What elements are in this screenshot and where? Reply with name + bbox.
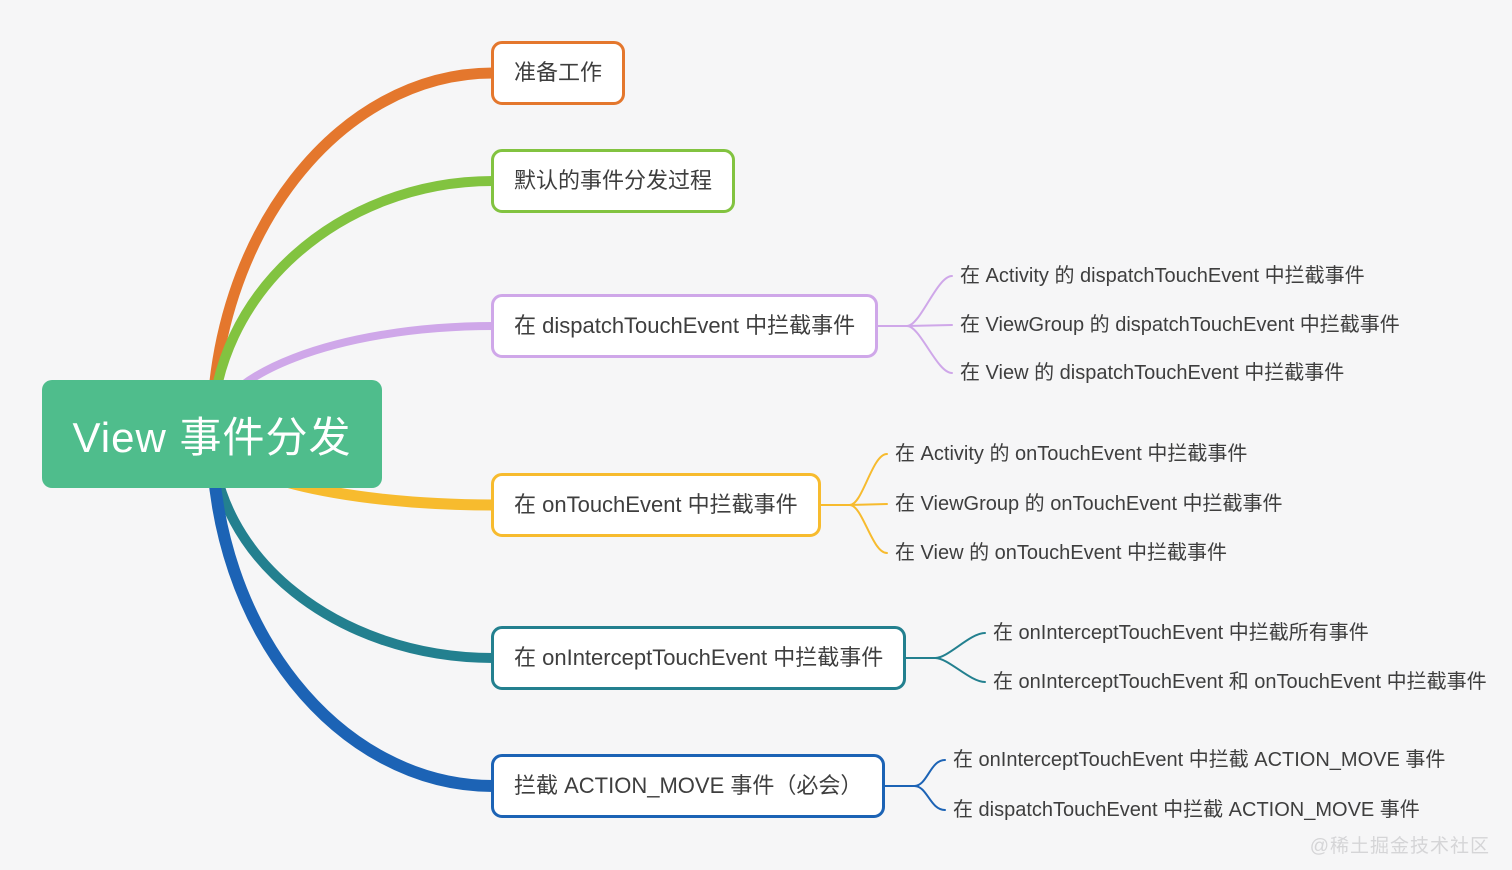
connector-curve (848, 504, 888, 554)
branch-node-action-move[interactable]: 拦截 ACTION_MOVE 事件（必会） (491, 754, 886, 818)
connector-curve (934, 632, 986, 659)
connector-curve (848, 453, 888, 506)
connector-curve (906, 325, 953, 374)
connector-curve (848, 503, 888, 506)
branch-node-prepare[interactable]: 准备工作 (491, 41, 626, 105)
leaf-node[interactable]: 在 ViewGroup 的 onTouchEvent 中拦截事件 (895, 493, 1283, 515)
connector-curve (206, 428, 499, 792)
leaf-node[interactable]: 在 ViewGroup 的 dispatchTouchEvent 中拦截事件 (960, 314, 1400, 336)
leaf-node[interactable]: 在 dispatchTouchEvent 中拦截 ACTION_MOVE 事件 (953, 799, 1420, 821)
branch-node-onintercepttouchevent[interactable]: 在 onInterceptTouchEvent 中拦截事件 (491, 626, 907, 690)
leaf-node[interactable]: 在 onInterceptTouchEvent 中拦截所有事件 (993, 622, 1369, 644)
leaf-node[interactable]: 在 onInterceptTouchEvent 中拦截 ACTION_MOVE … (953, 749, 1446, 771)
leaf-node[interactable]: 在 Activity 的 dispatchTouchEvent 中拦截事件 (960, 265, 1365, 287)
leaf-node[interactable]: 在 View 的 onTouchEvent 中拦截事件 (895, 542, 1227, 564)
watermark: @稀土掘金技术社区 (1309, 836, 1490, 857)
connector-curve (207, 176, 498, 439)
leaf-node[interactable]: 在 Activity 的 onTouchEvent 中拦截事件 (895, 443, 1248, 465)
branch-node-ontouchevent[interactable]: 在 onTouchEvent 中拦截事件 (491, 473, 821, 537)
leaf-node[interactable]: 在 View 的 dispatchTouchEvent 中拦截事件 (960, 362, 1345, 384)
connector-curve (934, 657, 986, 683)
root-node[interactable]: View 事件分发 (42, 380, 382, 488)
connector-curve (206, 67, 499, 440)
connector-curve (906, 324, 953, 327)
branch-node-default-dispatch[interactable]: 默认的事件分发过程 (491, 149, 736, 213)
branch-node-dispatchtouchevent[interactable]: 在 dispatchTouchEvent 中拦截事件 (491, 294, 879, 358)
leaf-node[interactable]: 在 onInterceptTouchEvent 和 onTouchEvent 中… (993, 671, 1487, 693)
connector-curve (913, 759, 946, 787)
connector-curve (913, 785, 946, 811)
connector-curve (906, 275, 953, 327)
